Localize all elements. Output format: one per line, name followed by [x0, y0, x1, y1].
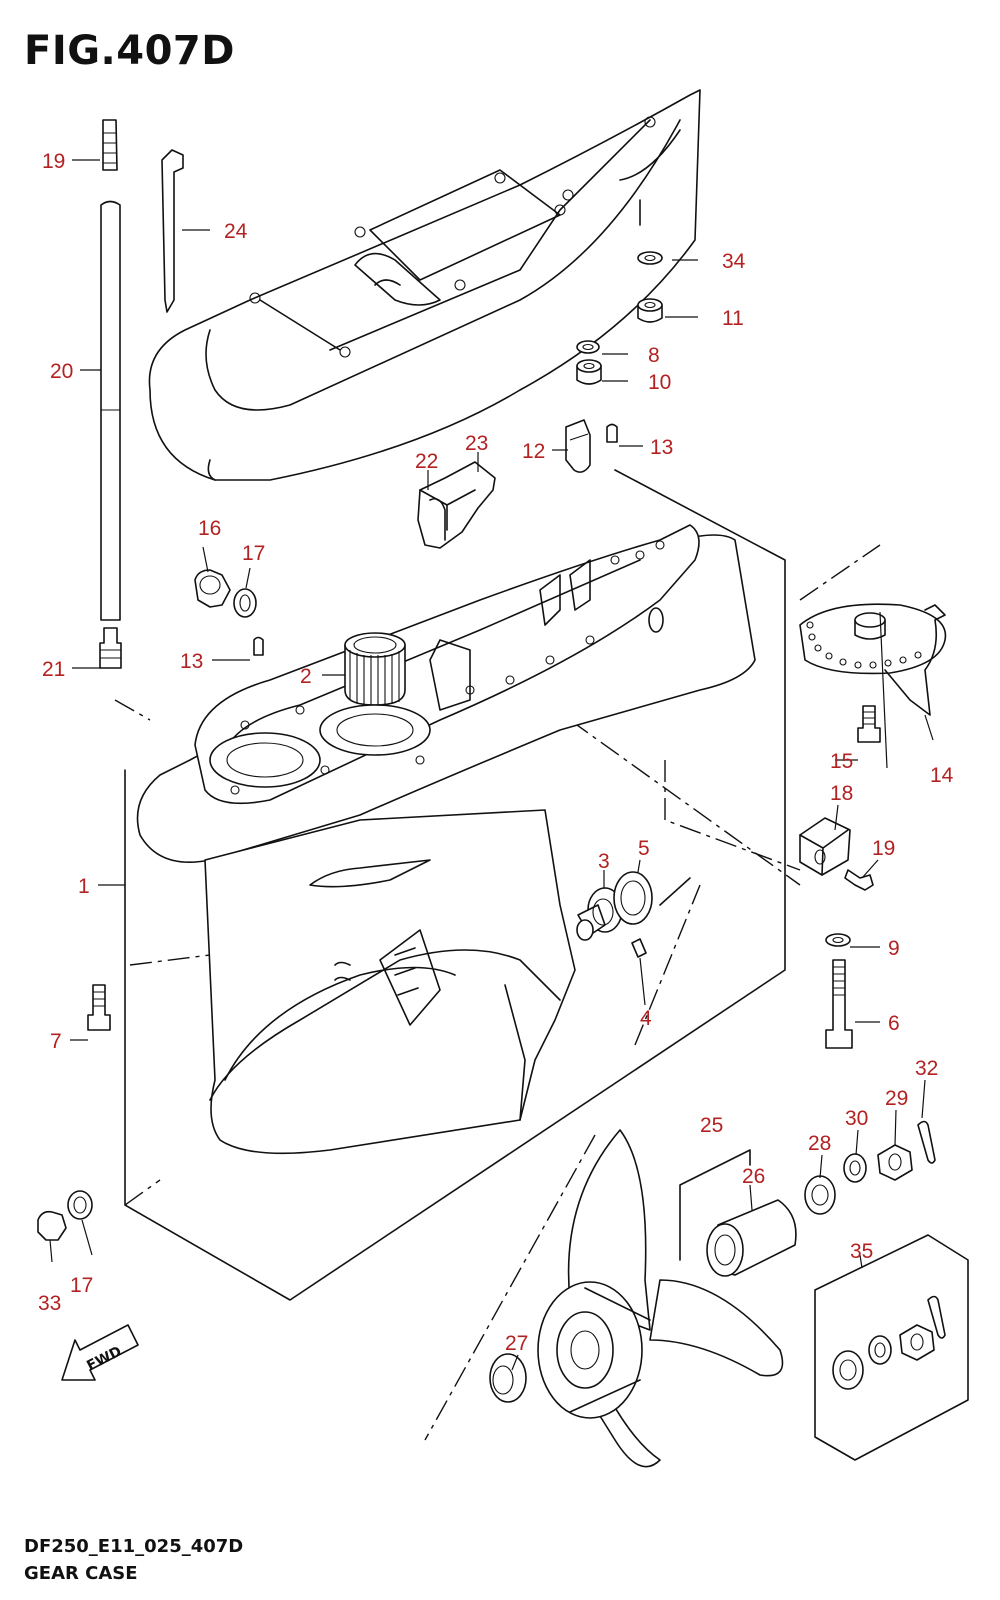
- propeller-part: [537, 1129, 784, 1468]
- hardware-kit-box: [814, 1234, 969, 1461]
- callout-leaders: [49, 159, 934, 1371]
- block-screw-parts: [799, 817, 874, 891]
- upper-cover-part: [148, 89, 701, 481]
- plug-gasket-parts: [37, 569, 257, 1241]
- gear-case-frame: [124, 469, 786, 1301]
- callout-bracket-26: [679, 1149, 751, 1261]
- callout-15: 15: [830, 750, 853, 773]
- callout-29: 28: [808, 1132, 831, 1155]
- shift-rod-parts: [99, 119, 122, 669]
- gear-case-body-part: [136, 524, 756, 1155]
- callout-22: 19: [42, 150, 65, 173]
- callout-24: 21: [42, 658, 65, 681]
- callout-19: 19: [872, 837, 895, 860]
- cable-tie-part: [161, 149, 184, 313]
- bearing-seal-parts: [576, 871, 691, 958]
- callout-3: 3: [598, 850, 610, 873]
- figure-caption: GEAR CASE: [24, 1563, 138, 1584]
- callout-21: 23: [465, 432, 488, 455]
- callout-4: 4: [640, 1007, 652, 1030]
- callout-17-bottom: 17: [70, 1274, 93, 1297]
- callout-27: 26: [742, 1165, 765, 1188]
- clip-pin-parts: [253, 419, 618, 656]
- callout-25: 24: [224, 220, 248, 243]
- callout-12: 12: [522, 440, 545, 463]
- callout-13-top: 13: [650, 436, 673, 459]
- callout-30: 29: [885, 1087, 908, 1110]
- callout-26: 25: [700, 1114, 723, 1137]
- callout-32: 32: [915, 1057, 938, 1080]
- callout-17-top: 17: [242, 542, 265, 565]
- callout-28: 27: [505, 1332, 528, 1355]
- propeller-hardware-parts: [706, 1120, 936, 1277]
- callout-31: 30: [845, 1107, 868, 1130]
- fwd-arrow-icon: FWD: [61, 1324, 139, 1381]
- callout-11: 11: [722, 307, 744, 330]
- callout-5: 5: [638, 837, 650, 860]
- callout-10: 10: [648, 371, 671, 394]
- callout-23: 20: [50, 360, 73, 383]
- callout-16: 16: [198, 517, 221, 540]
- callout-7: 7: [50, 1030, 62, 1053]
- figure-code: DF250_E11_025_407D: [24, 1536, 244, 1557]
- callout-13-mid: 13: [180, 650, 203, 673]
- callout-2: 2: [300, 665, 312, 688]
- callout-20: 22: [415, 450, 438, 473]
- callout-6: 6: [888, 1012, 900, 1035]
- callout-labels: 19 24 20 21 34 11 8 10 12 13 22 23 16 17…: [38, 150, 954, 1355]
- thrust-washer-part: [489, 1353, 527, 1403]
- callout-33: 33: [38, 1292, 61, 1315]
- callout-9: 9: [888, 937, 900, 960]
- callout-8: 8: [648, 344, 660, 367]
- trim-tab-anode-part: [799, 603, 947, 743]
- washer-nut-parts: [576, 251, 663, 385]
- callout-1: 1: [78, 875, 90, 898]
- bracket-parts: [417, 461, 496, 549]
- callout-14: 14: [930, 764, 954, 787]
- callout-34: 34: [722, 250, 746, 273]
- callout-35: 35: [850, 1240, 873, 1263]
- bolt-washer-parts: [87, 933, 853, 1049]
- callout-18: 18: [830, 782, 853, 805]
- figure-title: FIG.407D: [24, 28, 235, 74]
